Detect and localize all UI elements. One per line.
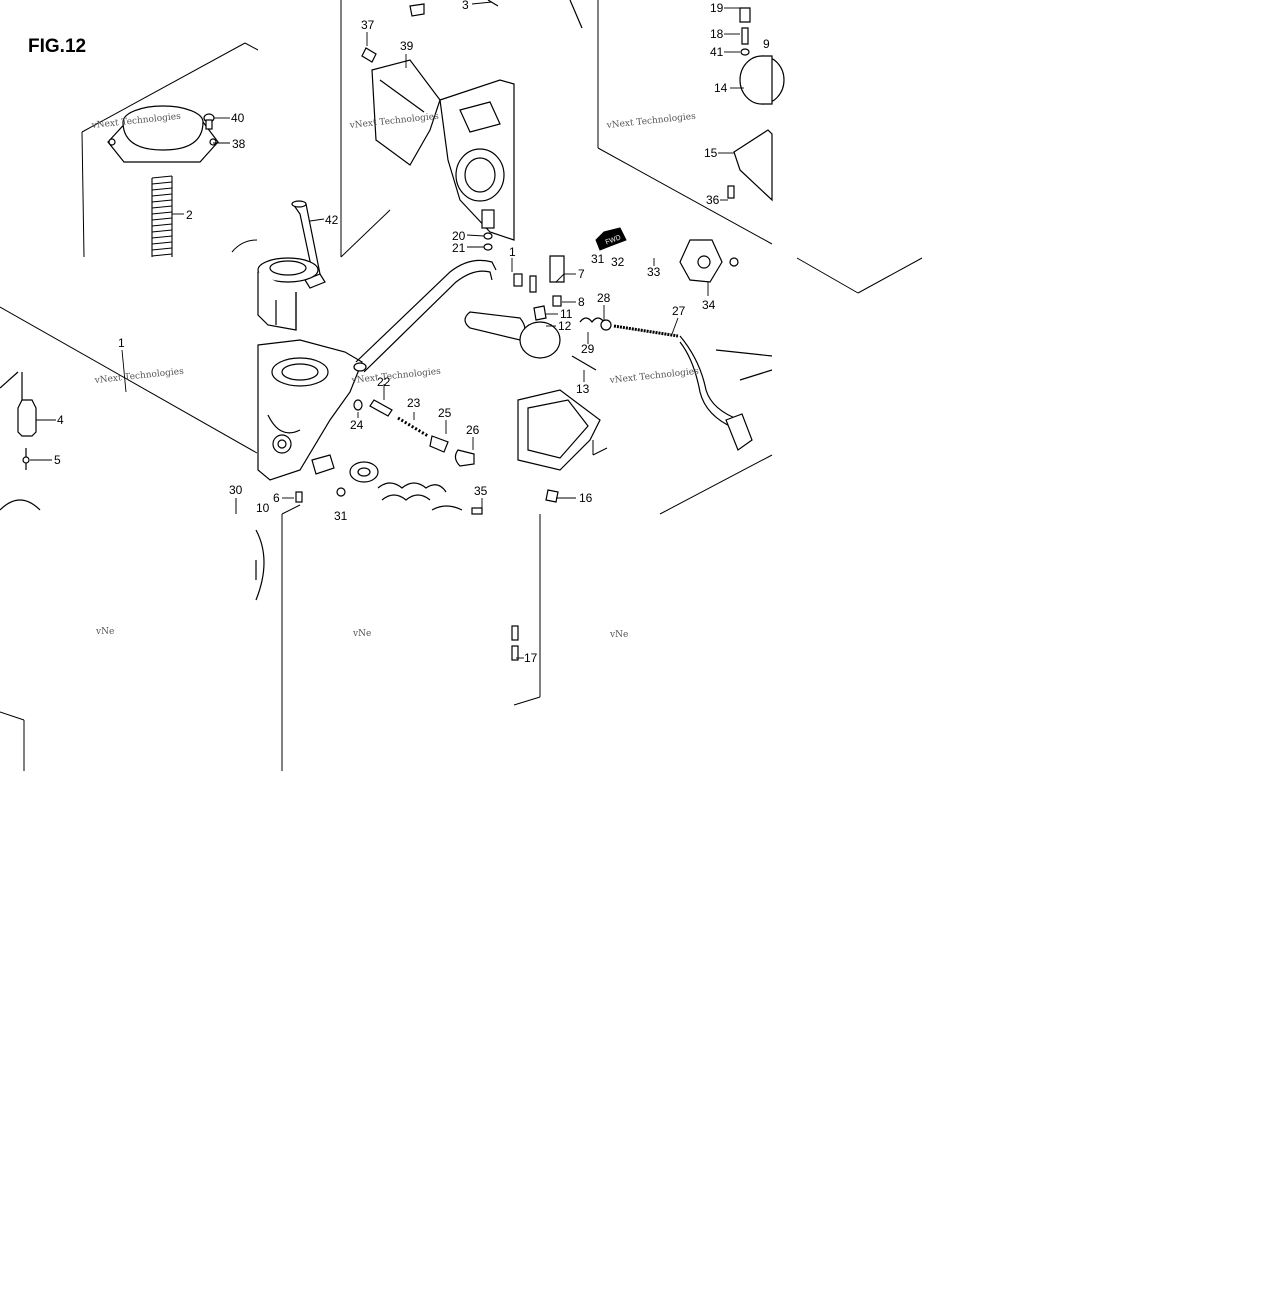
top-screw [361, 0, 499, 63]
figure-title: FIG.12 [28, 36, 87, 57]
callout-label: 35 [474, 484, 488, 498]
callout-label: 34 [702, 298, 716, 312]
callout-label: 40 [231, 111, 245, 125]
callout-label: 38 [232, 137, 246, 151]
callout-label: 3 [462, 0, 469, 12]
callout-label: 20 [452, 229, 466, 243]
watermark: vNext Technologies [608, 367, 699, 386]
callout-label: 24 [350, 418, 364, 432]
fwd-arrow: FWD [595, 227, 627, 251]
callout-labels: 40 38 2 42 37 39 3 20 21 19 18 9 41 14 1… [54, 0, 770, 665]
callout-label: 13 [576, 382, 590, 396]
watermark: vNext Technologies [93, 367, 184, 386]
callout-label: 18 [710, 27, 724, 41]
float-bowl-parts [513, 239, 739, 503]
frame-lines [0, 0, 923, 771]
callout-label: 16 [579, 491, 593, 505]
callout-label: 25 [438, 406, 452, 420]
callout-label: 31 [334, 509, 348, 523]
watermark: vNe [352, 629, 371, 639]
watermark: vNext Technologies [605, 112, 696, 131]
callout-label: 23 [407, 396, 421, 410]
pilot-screw-set [353, 399, 475, 467]
callout-label: 39 [400, 39, 414, 53]
callout-label: 37 [361, 18, 375, 32]
callout-label: 15 [704, 146, 718, 160]
carburetor-body-top [371, 59, 515, 241]
throttle-cable [679, 335, 773, 451]
callout-label: 2 [186, 208, 193, 222]
watermarks: vNext Technologies vNext Technologies vN… [90, 112, 699, 640]
carburetor-body-left [257, 339, 363, 481]
leader-lines [30, 1, 744, 659]
callout-label: 28 [597, 291, 611, 305]
callout-label: 4 [57, 413, 64, 427]
callout-label: 29 [581, 342, 595, 356]
callout-label: 17 [524, 651, 538, 665]
callout-label: 8 [578, 295, 585, 309]
callout-label: 32 [611, 255, 625, 269]
lower-middle-parts [295, 461, 483, 515]
vacuum-piston [257, 257, 319, 331]
lower-fragments [255, 529, 519, 661]
callout-label: 1 [509, 245, 516, 259]
callout-label: 42 [325, 213, 339, 227]
watermark: vNe [609, 630, 628, 640]
callout-label: 9 [763, 37, 770, 51]
callout-label: 27 [672, 304, 686, 318]
callout-label: 5 [54, 453, 61, 467]
watermark: vNe [95, 627, 114, 637]
callout-label: 6 [273, 491, 280, 505]
callout-label: 22 [377, 375, 391, 389]
callout-label: 19 [710, 1, 724, 15]
float-chamber-top [569, 0, 785, 202]
callout-label: 21 [452, 241, 466, 255]
callout-label: 33 [647, 265, 661, 279]
carb-top-cap [107, 105, 219, 163]
cap-screw [203, 113, 215, 130]
callout-label: 10 [256, 501, 270, 515]
callout-label: 31 [591, 252, 605, 266]
callout-label: 36 [706, 193, 720, 207]
callout-label: 11 [560, 307, 573, 321]
callout-label: 14 [714, 81, 728, 95]
callout-label: 30 [229, 483, 243, 497]
fuel-hose [353, 259, 526, 373]
callout-label: 1 [118, 336, 125, 350]
callout-label: 7 [578, 267, 585, 281]
callout-label: 26 [466, 423, 480, 437]
main-spring [151, 175, 173, 257]
small-washers [483, 232, 493, 251]
jet-needle-parts [0, 371, 41, 511]
callout-label: 41 [710, 45, 724, 59]
callout-label: 12 [558, 319, 572, 333]
